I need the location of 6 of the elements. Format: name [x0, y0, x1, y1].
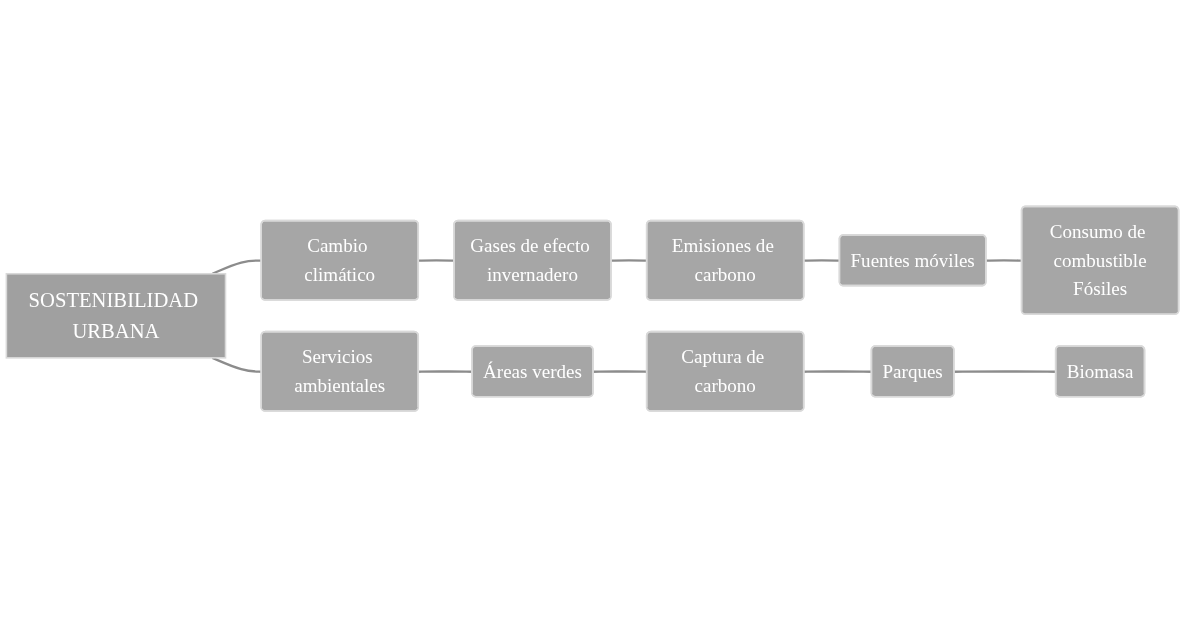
connector — [211, 259, 262, 276]
node-box: SOSTENIBILIDAD URBANA — [5, 273, 227, 359]
connector — [986, 259, 1022, 263]
connector — [211, 357, 262, 374]
connector — [804, 259, 840, 263]
connector — [804, 370, 872, 374]
